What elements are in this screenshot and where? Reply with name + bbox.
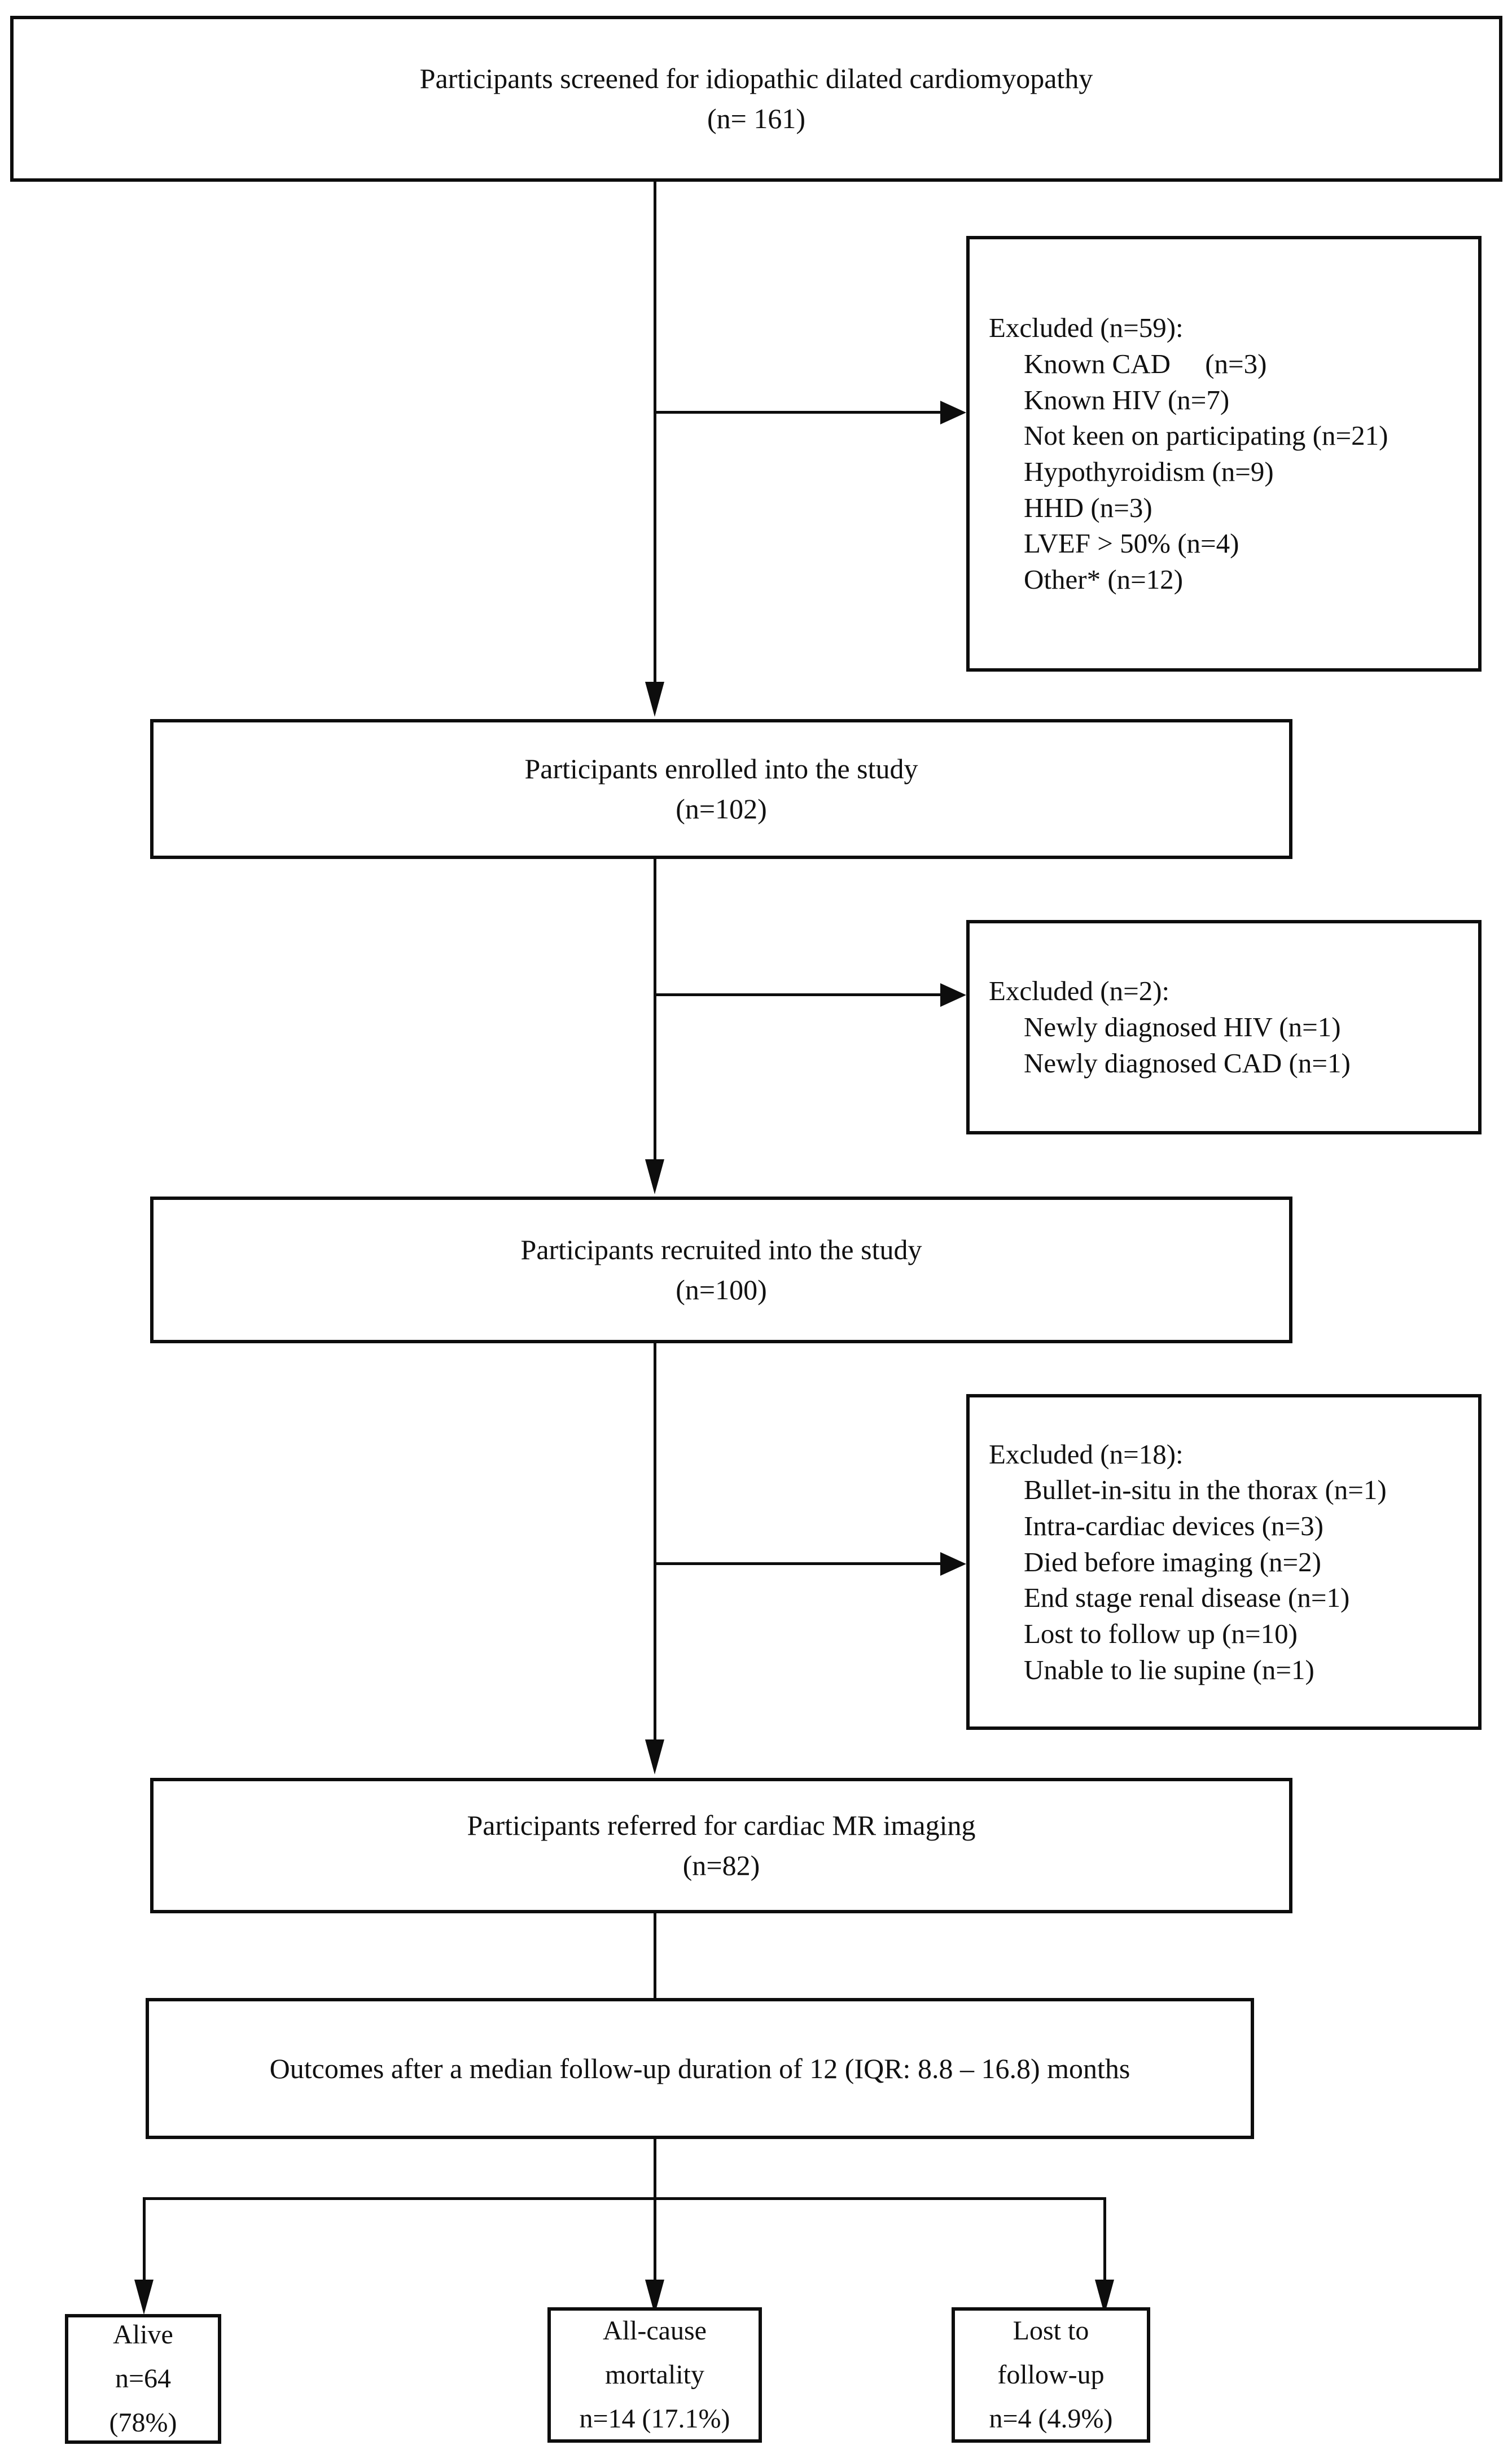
connector-screened-to-enrolled [654,182,656,685]
node-referred-line1: Participants referred for cardiac MR ima… [467,1809,976,1841]
node-screened-line2: (n= 161) [707,103,805,134]
node-screened-text: Participants screened for idiopathic dil… [14,59,1499,139]
excluded-59-item-1: Known HIV (n=7) [1024,384,1230,415]
node-all-cause-mortality-line2: n=14 (17.1%) [579,2403,730,2434]
node-all-cause-mortality: All-cause mortality n=14 (17.1%) [547,2307,762,2443]
connector-to-excluded-59 [654,411,943,414]
node-excluded-2-text: Excluded (n=2): Newly diagnosed HIV (n=1… [970,973,1478,1081]
arrowhead-excluded-59 [940,401,966,424]
node-enrolled: Participants enrolled into the study (n=… [150,719,1292,859]
connector-outcomes-to-mortality [654,2197,656,2283]
node-lost-to-follow-up-line3: n=4 (4.9%) [989,2403,1113,2434]
node-excluded-18: Excluded (n=18): Bullet-in-situ in the t… [966,1394,1482,1730]
excluded-59-item-2: Not keen on participating (n=21) [1024,420,1388,452]
arrowhead-enrolled [645,682,664,717]
connector-to-excluded-2 [654,993,943,996]
node-lost-to-follow-up-text: Lost to follow-up n=4 (4.9%) [955,2309,1147,2440]
excluded-18-heading: Excluded (n=18): [989,1438,1184,1470]
node-outcomes-text: Outcomes after a median follow-up durati… [149,2049,1251,2089]
connector-to-excluded-18 [654,1562,943,1565]
node-referred: Participants referred for cardiac MR ima… [150,1778,1292,1913]
node-screened-line1: Participants screened for idiopathic dil… [419,63,1093,94]
node-excluded-59-text: Excluded (n=59): Known CAD (n=3) Known H… [970,310,1478,598]
node-alive: Alive n=64 (78%) [65,2314,221,2444]
connector-outcomes-to-alive [143,2197,146,2283]
node-lost-to-follow-up-line2: follow-up [997,2360,1105,2390]
excluded-2-item-1: Newly diagnosed CAD (n=1) [1024,1047,1351,1079]
node-all-cause-mortality-text: All-cause mortality n=14 (17.1%) [551,2309,759,2440]
node-recruited-text: Participants recruited into the study (n… [154,1230,1289,1310]
connector-enrolled-to-recruited [654,859,656,1163]
arrowhead-excluded-18 [940,1552,966,1576]
connector-outcomes-split-bar [143,2197,1106,2200]
node-outcomes-line1: Outcomes after a median follow-up durati… [269,2052,1130,2084]
excluded-18-item-5: Unable to lie supine (n=1) [1024,1654,1314,1685]
connector-outcomes-to-lost [1103,2197,1106,2283]
node-lost-to-follow-up-line1: Lost to [1013,2316,1089,2346]
node-excluded-18-text: Excluded (n=18): Bullet-in-situ in the t… [970,1436,1478,1688]
node-all-cause-mortality-line1: All-cause mortality [603,2316,707,2390]
arrowhead-alive [134,2280,154,2315]
node-enrolled-line2: (n=102) [676,793,767,825]
connector-referred-to-outcomes [654,1913,656,1999]
node-alive-text: Alive n=64 (78%) [68,2313,218,2444]
node-enrolled-line1: Participants enrolled into the study [524,753,918,785]
excluded-2-heading: Excluded (n=2): [989,975,1170,1007]
excluded-59-item-6: Other* (n=12) [1024,564,1184,595]
connector-outcomes-stem [654,2139,656,2199]
excluded-18-item-4: Lost to follow up (n=10) [1024,1618,1298,1650]
excluded-59-item-4: HHD (n=3) [1024,492,1152,523]
connector-recruited-to-referred [654,1343,656,1743]
node-recruited-line1: Participants recruited into the study [520,1234,922,1265]
node-excluded-2: Excluded (n=2): Newly diagnosed HIV (n=1… [966,920,1482,1134]
excluded-18-item-2: Died before imaging (n=2) [1024,1546,1321,1577]
arrowhead-excluded-2 [940,983,966,1007]
node-recruited: Participants recruited into the study (n… [150,1197,1292,1343]
excluded-18-item-1: Intra-cardiac devices (n=3) [1024,1510,1323,1541]
node-outcomes: Outcomes after a median follow-up durati… [146,1998,1254,2139]
node-alive-line1: Alive [113,2320,173,2350]
node-excluded-59: Excluded (n=59): Known CAD (n=3) Known H… [966,236,1482,672]
excluded-18-item-3: End stage renal disease (n=1) [1024,1582,1350,1614]
node-screened: Participants screened for idiopathic dil… [10,16,1502,182]
excluded-59-item-0: Known CAD (n=3) [1024,348,1267,379]
node-recruited-line2: (n=100) [676,1274,767,1305]
node-referred-text: Participants referred for cardiac MR ima… [154,1806,1289,1886]
excluded-59-item-5: LVEF > 50% (n=4) [1024,528,1239,559]
arrowhead-recruited [645,1159,664,1194]
excluded-2-item-0: Newly diagnosed HIV (n=1) [1024,1011,1341,1043]
node-enrolled-text: Participants enrolled into the study (n=… [154,749,1289,829]
arrowhead-referred [645,1739,664,1774]
node-lost-to-follow-up: Lost to follow-up n=4 (4.9%) [952,2307,1150,2443]
excluded-59-heading: Excluded (n=59): [989,312,1184,344]
node-alive-line2: n=64 (78%) [109,2364,177,2438]
excluded-18-item-0: Bullet-in-situ in the thorax (n=1) [1024,1474,1387,1506]
excluded-59-item-3: Hypothyroidism (n=9) [1024,456,1274,487]
node-referred-line2: (n=82) [682,1850,760,1881]
